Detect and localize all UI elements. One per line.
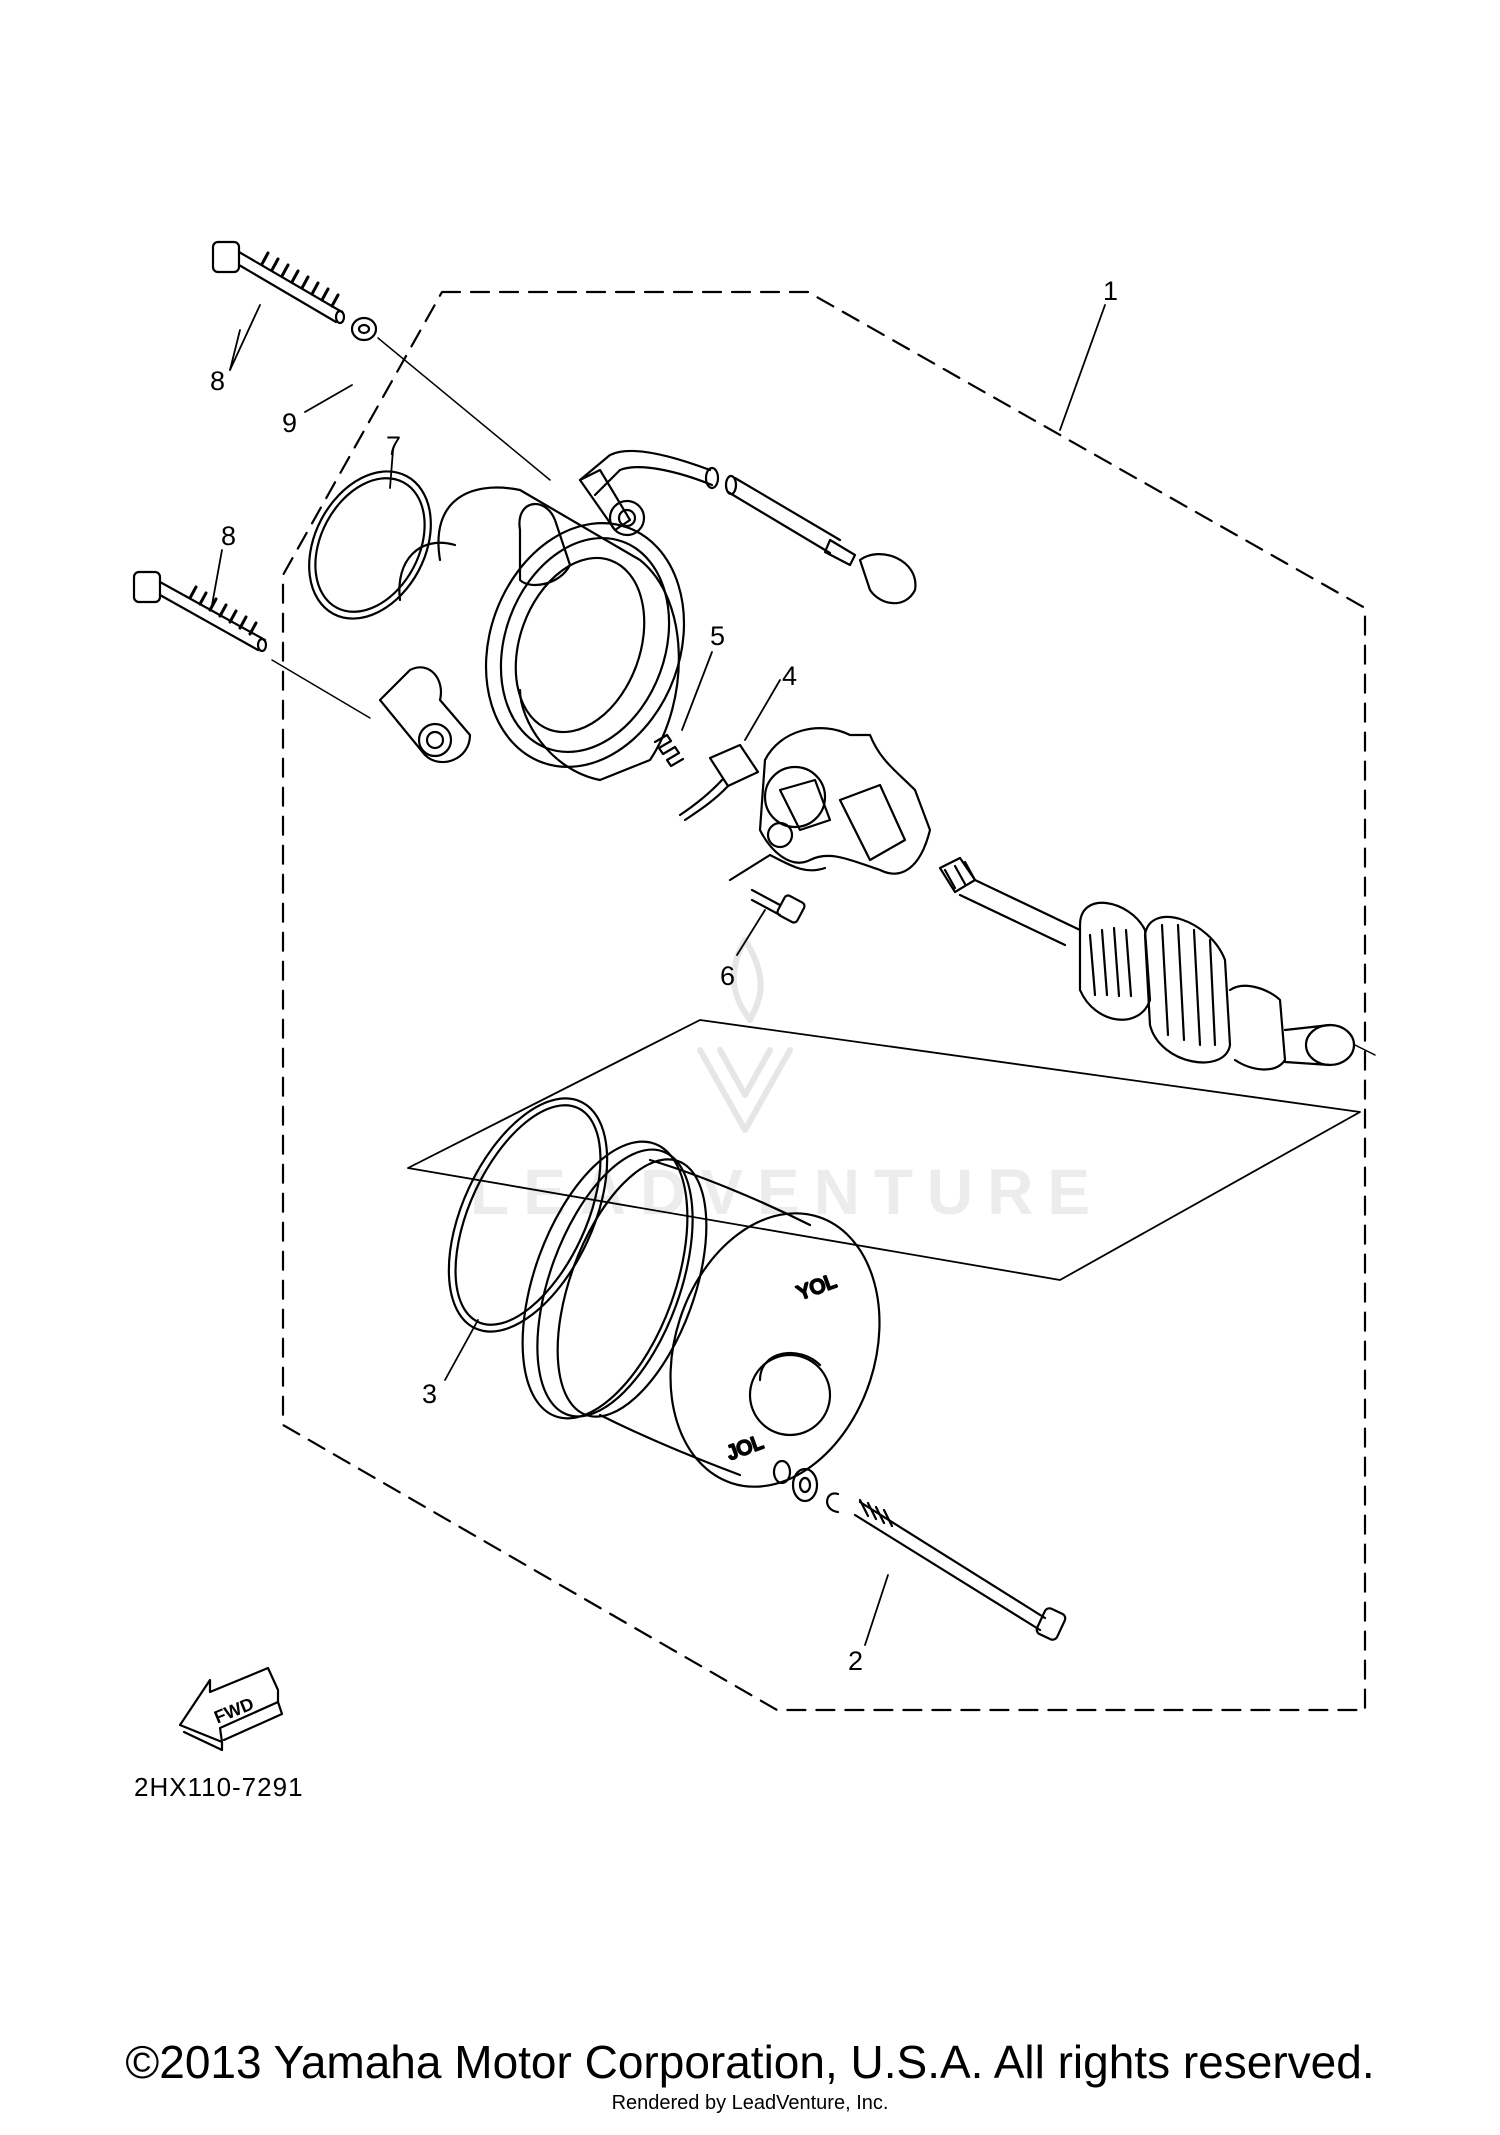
- alignment-guide: [407, 1019, 1361, 1281]
- callout-4[interactable]: 4: [782, 661, 797, 691]
- carbon-brush: [678, 743, 760, 822]
- brush-screw: [750, 888, 806, 924]
- callout-8-lower[interactable]: 8: [221, 521, 236, 551]
- front-cover: [378, 449, 720, 782]
- callout-8-upper[interactable]: 8: [210, 366, 225, 396]
- callout-7[interactable]: 7: [386, 431, 401, 461]
- long-bolt: [853, 1498, 1067, 1641]
- bolt-lockwasher: [826, 1492, 840, 1514]
- svg-text:YOL: YOL: [794, 1270, 839, 1304]
- bolt-washer-1: [772, 1459, 792, 1485]
- bolt-upper: [211, 240, 346, 325]
- svg-text:JOL: JOL: [724, 1431, 766, 1464]
- callout-6[interactable]: 6: [720, 961, 735, 991]
- bolt-washer-2: [791, 1467, 819, 1503]
- lead-wire: [724, 474, 917, 605]
- armature: [938, 856, 1376, 1071]
- copyright-notice: ©2013 Yamaha Motor Corporation, U.S.A. A…: [125, 2036, 1375, 2088]
- washer: [350, 316, 378, 342]
- brush-spring: [653, 733, 685, 768]
- bolt-lower: [132, 570, 268, 653]
- rendered-by-notice: Rendered by LeadVenture, Inc.: [611, 2092, 889, 2114]
- o-ring-front: [308, 470, 432, 620]
- brush-holder: [728, 727, 932, 882]
- callout-3[interactable]: 3: [422, 1379, 437, 1409]
- watermark-logo: [697, 937, 793, 1133]
- fwd-arrow-icon: [178, 1666, 284, 1752]
- callout-2[interactable]: 2: [848, 1646, 863, 1676]
- assembly-boundary-dashed: [281, 290, 1367, 1712]
- callout-5[interactable]: 5: [710, 621, 725, 651]
- yoke: YOL JOL: [521, 1140, 881, 1488]
- callout-9[interactable]: 9: [282, 408, 297, 438]
- o-ring-rear: [447, 1097, 609, 1333]
- callout-leaders: [211, 304, 1106, 1646]
- callout-1[interactable]: 1: [1103, 276, 1118, 306]
- diagram-code: 2HX110-7291: [134, 1772, 304, 1802]
